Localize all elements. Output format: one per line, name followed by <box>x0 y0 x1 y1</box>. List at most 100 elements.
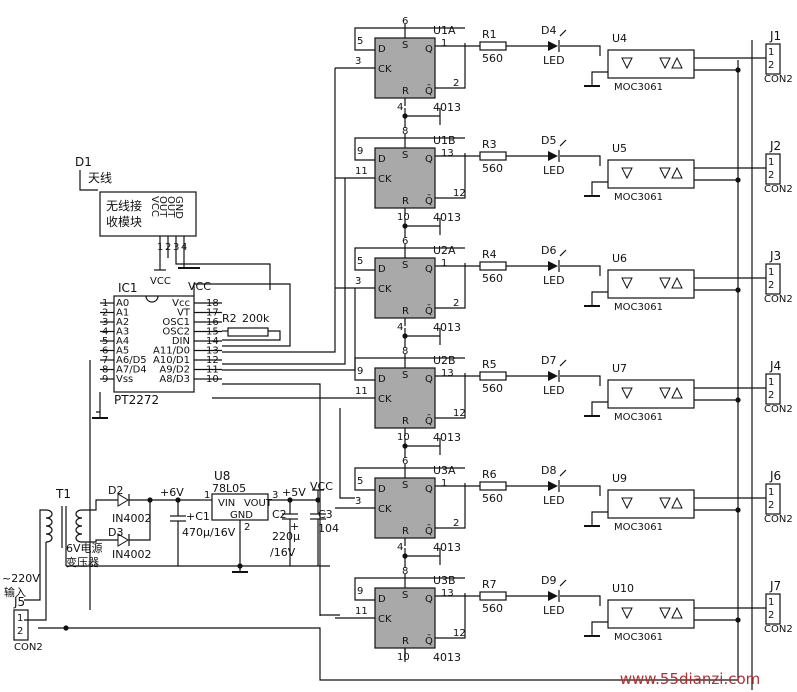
triac-symbol <box>671 606 683 619</box>
ff-pin-q: 1 <box>441 38 447 49</box>
decoder-right-name: DIN <box>172 336 190 347</box>
led-label: LED <box>543 54 565 67</box>
conn-pin-2: 2 <box>768 390 774 401</box>
u8-ref: U8 <box>214 469 230 483</box>
ff-part: 4013 <box>433 101 461 114</box>
resistor-ref: R4 <box>482 248 497 261</box>
connector-type: CON2 <box>764 294 793 305</box>
ff-q-label: Q <box>425 374 433 385</box>
ac-input-label-2: 输入 <box>4 585 26 599</box>
ff-pin-s: 6 <box>402 236 408 247</box>
decoder-right-name: A10/D1 <box>153 355 190 366</box>
resistor-value: 560 <box>482 492 503 505</box>
ff-s-label: S <box>402 260 408 271</box>
ff-s-label: S <box>402 370 408 381</box>
opto-led-symbol <box>621 277 633 290</box>
plus5-label: +5V <box>282 486 306 499</box>
ff-pin-s: 8 <box>402 126 408 137</box>
ground-symbol <box>584 190 600 197</box>
led-symbol <box>548 591 558 601</box>
triac-symbol <box>671 56 683 69</box>
resistor-value: 560 <box>482 272 503 285</box>
decoder-right-name: A8/D3 <box>159 374 190 385</box>
vcc-label-supply: VCC <box>310 480 333 493</box>
flip-flop-body <box>374 257 436 319</box>
optocoupler <box>607 269 695 299</box>
wire <box>591 621 608 630</box>
wire <box>354 357 465 381</box>
ff-pin-q: 1 <box>441 258 447 269</box>
triac-symbol <box>659 57 671 70</box>
conn-pin-2: 2 <box>768 170 774 181</box>
c3-ref: C3 <box>318 508 333 521</box>
optocoupler <box>607 49 695 79</box>
wire <box>354 137 465 161</box>
wire <box>560 595 601 606</box>
led-label: LED <box>543 494 565 507</box>
ff-pin-r: 4 <box>397 102 403 113</box>
ff-pin-d: 9 <box>357 146 363 157</box>
ff-pin-q: 13 <box>441 148 454 159</box>
led-symbol <box>548 261 558 271</box>
ff-pin-ck: 3 <box>355 276 361 287</box>
opto-ref: U9 <box>612 472 627 485</box>
wire <box>560 265 601 276</box>
ff-ref: U1B <box>433 134 456 147</box>
wire <box>560 375 601 386</box>
power-supply: T16V电源变压器~220V输入J512CON2D2IN4002D3IN4002… <box>2 469 738 681</box>
j5-pin-2: 2 <box>17 626 23 637</box>
r2-value: 200k <box>242 312 270 325</box>
ground-symbol <box>232 566 248 573</box>
opto-ref: U10 <box>612 582 634 595</box>
ff-s-label: S <box>402 40 408 51</box>
vcc-label: VCC <box>150 276 171 287</box>
ff-pin-qn: 12 <box>453 188 466 199</box>
decoder-right-name: OSC2 <box>162 327 190 338</box>
resistor-value: 560 <box>482 602 503 615</box>
wire <box>193 283 291 347</box>
j5-connector <box>13 609 29 641</box>
wire <box>435 43 466 89</box>
resistor <box>479 591 507 601</box>
junction-dot <box>735 287 741 293</box>
led-symbol <box>548 151 558 161</box>
wire <box>175 258 271 290</box>
junction-dot <box>735 397 741 403</box>
receiver-box <box>99 191 197 237</box>
conn-pin-1: 1 <box>768 47 774 58</box>
wire <box>24 542 47 621</box>
plus6-label: +6V <box>160 486 184 499</box>
ff-qn-label: Q̄ <box>425 634 433 647</box>
ff-pin-d: 5 <box>357 36 363 47</box>
triac-symbol <box>659 277 671 290</box>
ff-part: 4013 <box>433 211 461 224</box>
ff-pin-d: 9 <box>357 586 363 597</box>
wire <box>82 499 118 511</box>
ff-pin-q: 13 <box>441 368 454 379</box>
resistor-ref: R7 <box>482 578 497 591</box>
ff-d-label: D <box>378 484 386 495</box>
ff-pin-s: 8 <box>402 346 408 357</box>
wire <box>354 467 465 491</box>
opto-led-symbol <box>621 607 633 620</box>
j5-type: CON2 <box>14 642 43 653</box>
opto-ref: U7 <box>612 362 627 375</box>
ac-input-label: ~220V <box>2 572 40 585</box>
led-light-arrow <box>559 469 567 477</box>
ff-pin-ck: 11 <box>355 166 368 177</box>
resistor <box>479 41 507 51</box>
ff-pin-r: 10 <box>397 432 410 443</box>
receiver-pin-text: OUT <box>157 196 168 218</box>
u8-pin-2: 2 <box>244 522 250 533</box>
wire <box>96 392 101 413</box>
resistor-ref: R5 <box>482 358 497 371</box>
triac-symbol <box>659 497 671 510</box>
connector-ref: J3 <box>769 249 781 263</box>
conn-pin-1: 1 <box>768 487 774 498</box>
ff-qn-label: Q̄ <box>425 304 433 317</box>
